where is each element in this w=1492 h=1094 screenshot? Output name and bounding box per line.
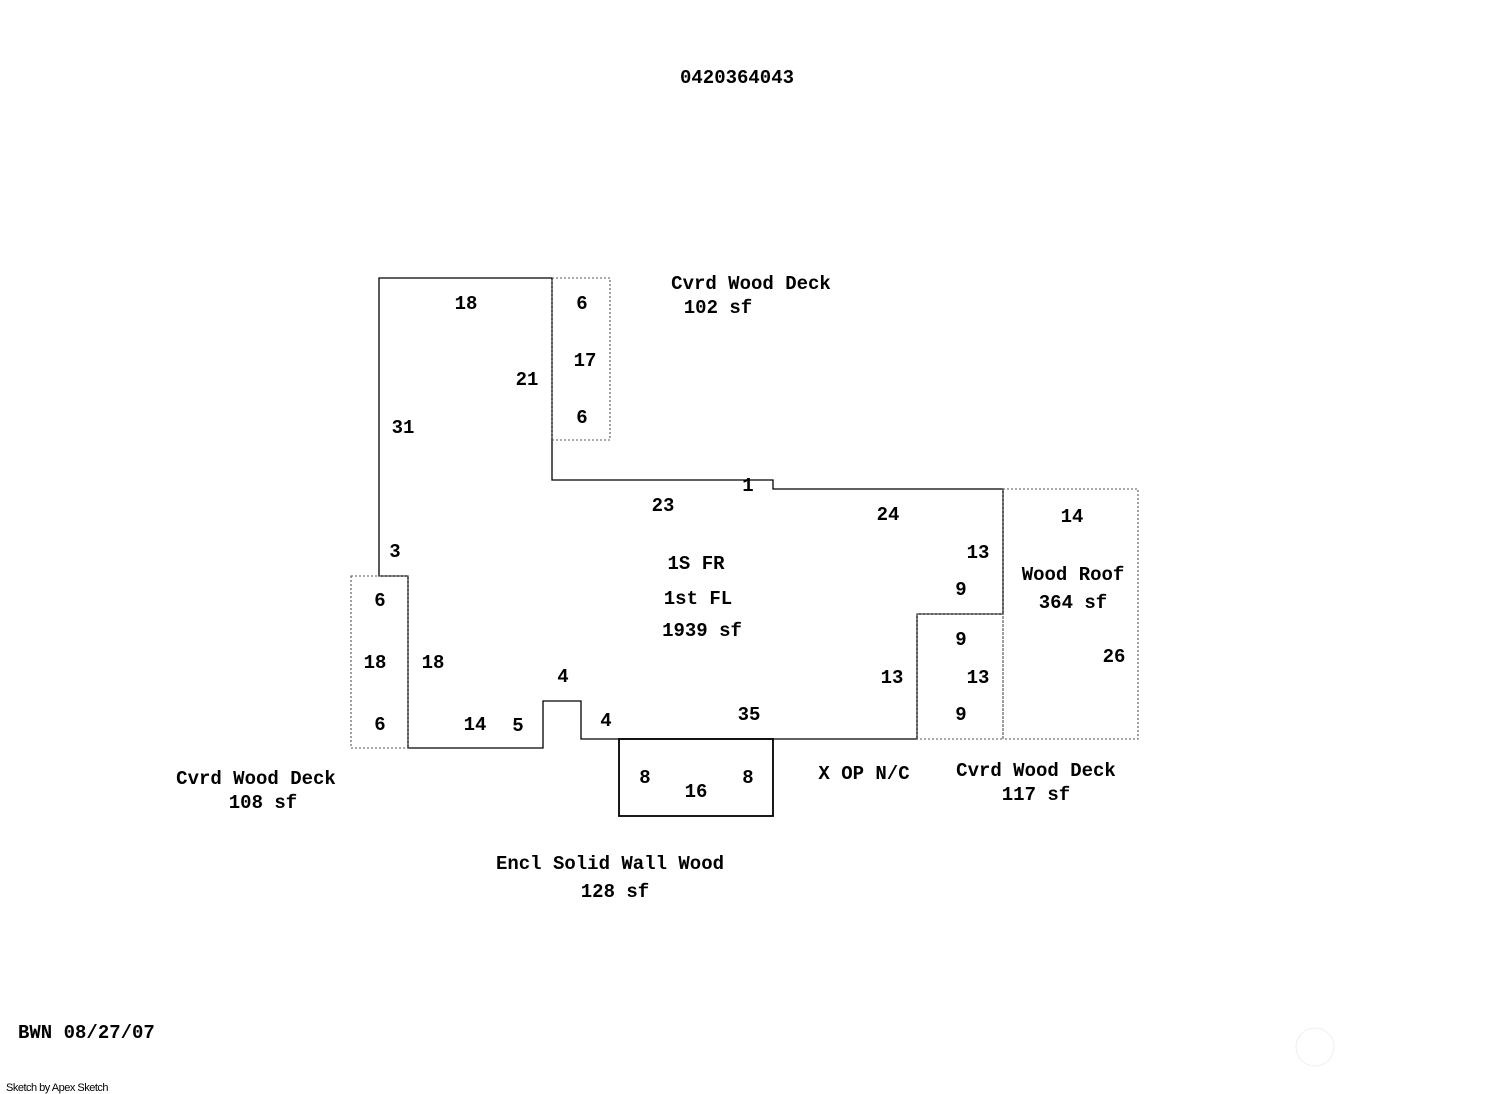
dim-deck-top-top: 6 xyxy=(576,293,587,315)
wood-roof-area: 364 sf xyxy=(1039,592,1107,614)
deck-top-area: 102 sf xyxy=(684,297,752,319)
dim-main-notch-inner: 21 xyxy=(516,369,539,391)
initials-date: BWN 08/27/07 xyxy=(18,1022,155,1044)
dim-main-top: 18 xyxy=(455,293,478,315)
dim-encl-left: 8 xyxy=(639,767,650,789)
deck-top-label: Cvrd Wood Deck xyxy=(671,273,831,295)
deck-right-area: 117 sf xyxy=(1002,784,1070,806)
watermark-circle-icon xyxy=(1295,1027,1335,1067)
credit: Sketch by Apex Sketch xyxy=(6,1082,108,1094)
dim-deck-left-side: 18 xyxy=(364,652,387,674)
dim-main-right-upper: 13 xyxy=(967,542,990,564)
deck-right-label: Cvrd Wood Deck xyxy=(956,760,1116,782)
dim-main-left: 31 xyxy=(392,417,415,439)
op-label: X OP N/C xyxy=(818,763,909,785)
dim-encl-bottom: 16 xyxy=(685,781,708,803)
dim-main-step-top: 9 xyxy=(955,579,966,601)
dim-main-bump-top: 4 xyxy=(557,666,568,688)
deck-left-outline xyxy=(350,575,409,749)
dim-roof-side: 26 xyxy=(1103,646,1126,668)
encl-outline xyxy=(618,738,774,817)
deck-left-label: Cvrd Wood Deck xyxy=(176,768,336,790)
deck-right-outline xyxy=(916,613,1004,740)
dim-main-step-side: 13 xyxy=(881,667,904,689)
dim-roof-top: 14 xyxy=(1061,506,1084,528)
dim-deck-left-bottom: 6 xyxy=(374,714,385,736)
dim-main-jog: 1 xyxy=(742,475,753,497)
dim-deck-right-top: 9 xyxy=(955,629,966,651)
wood-roof-outline xyxy=(1002,488,1139,740)
dim-deck-top-side: 17 xyxy=(574,350,597,372)
dim-deck-right-bottom: 9 xyxy=(955,704,966,726)
dim-main-bottom-right: 35 xyxy=(738,704,761,726)
dim-main-bump-right: 4 xyxy=(600,710,611,732)
wood-roof-label: Wood Roof xyxy=(1022,564,1125,586)
main-floor-outline xyxy=(378,277,1004,749)
dim-main-bump-left: 5 xyxy=(512,715,523,737)
deck-top-outline xyxy=(551,277,611,441)
dim-main-left-step: 3 xyxy=(389,541,400,563)
deck-left-area: 108 sf xyxy=(229,792,297,814)
dim-main-left-lower: 18 xyxy=(422,652,445,674)
dim-deck-right-side: 13 xyxy=(967,667,990,689)
encl-label: Encl Solid Wall Wood xyxy=(496,853,724,875)
encl-area: 128 sf xyxy=(581,881,649,903)
main-label-line2: 1st FL xyxy=(664,588,732,610)
main-area: 1939 sf xyxy=(662,620,742,642)
dim-main-right-top: 24 xyxy=(877,504,900,526)
main-label-line1: 1S FR xyxy=(667,553,725,575)
parcel-id: 0420364043 xyxy=(680,67,794,89)
dim-main-bottom-left: 14 xyxy=(464,714,487,736)
dim-deck-left-top: 6 xyxy=(374,590,385,612)
dim-main-mid-top: 23 xyxy=(652,495,675,517)
dim-encl-right: 8 xyxy=(742,767,753,789)
dim-deck-top-bottom: 6 xyxy=(576,407,587,429)
